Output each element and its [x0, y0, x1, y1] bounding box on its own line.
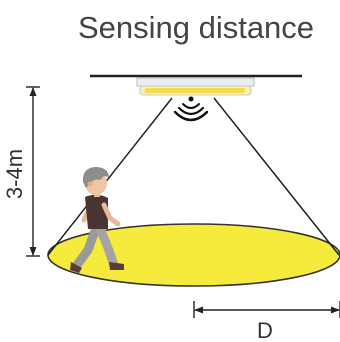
motion-sensor-waves-icon	[173, 96, 209, 122]
height-label: 3-4m	[2, 149, 27, 199]
distance-label: D	[257, 318, 273, 342]
ceiling-light-icon	[136, 77, 255, 96]
height-dimension	[26, 86, 40, 257]
diagram-title: Sensing distance	[78, 10, 314, 45]
distance-dimension	[193, 301, 340, 318]
walking-person-icon	[70, 167, 124, 273]
cone-right-edge	[213, 97, 340, 256]
cone-left-edge	[47, 97, 173, 256]
